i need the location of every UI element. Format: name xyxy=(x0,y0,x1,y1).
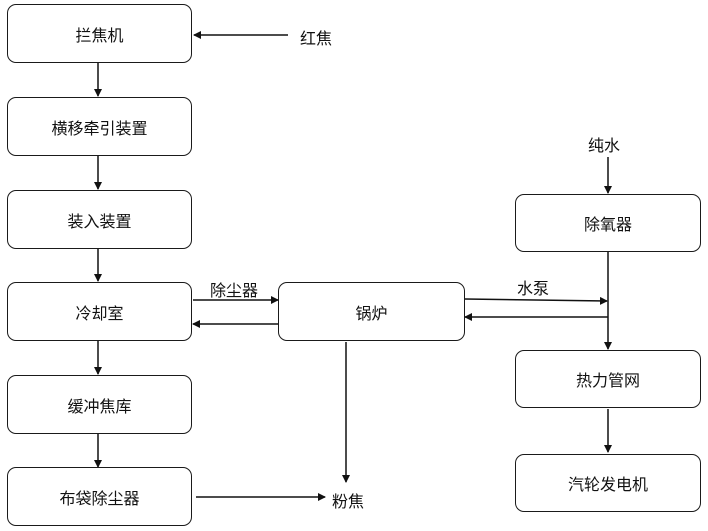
node-label: 锅炉 xyxy=(355,303,388,323)
node-label: 拦焦机 xyxy=(75,25,124,45)
node-lanjiaoji: 拦焦机 xyxy=(7,4,192,63)
node-chuyangqi: 除氧器 xyxy=(515,194,701,252)
node-zhuangru: 装入装置 xyxy=(7,190,192,249)
node-label: 横移牵引装置 xyxy=(51,118,148,138)
node-reli: 热力管网 xyxy=(515,350,701,408)
label-shuibeng: 水泵 xyxy=(517,279,550,298)
node-budai: 布袋除尘器 xyxy=(7,467,192,526)
node-label: 装入装置 xyxy=(67,211,132,231)
node-label: 布袋除尘器 xyxy=(59,488,140,508)
node-huanchong: 缓冲焦库 xyxy=(7,375,192,434)
label-chuchenqi: 除尘器 xyxy=(210,281,259,300)
node-label: 热力管网 xyxy=(575,371,640,390)
node-label: 汽轮发电机 xyxy=(567,475,648,494)
node-guolu: 锅炉 xyxy=(278,282,465,341)
node-lengque: 冷却室 xyxy=(7,282,192,341)
label-chunshui: 纯水 xyxy=(588,136,621,155)
node-qilun: 汽轮发电机 xyxy=(515,454,701,512)
node-label: 缓冲焦库 xyxy=(67,396,132,416)
arrow-guolu-to-shuibeng xyxy=(464,296,608,305)
node-label: 除氧器 xyxy=(583,215,632,234)
label-fenjiao: 粉焦 xyxy=(332,492,365,511)
node-hengyi: 横移牵引装置 xyxy=(7,97,192,156)
label-hongjiao: 红焦 xyxy=(300,29,333,48)
node-label: 冷却室 xyxy=(75,303,124,323)
